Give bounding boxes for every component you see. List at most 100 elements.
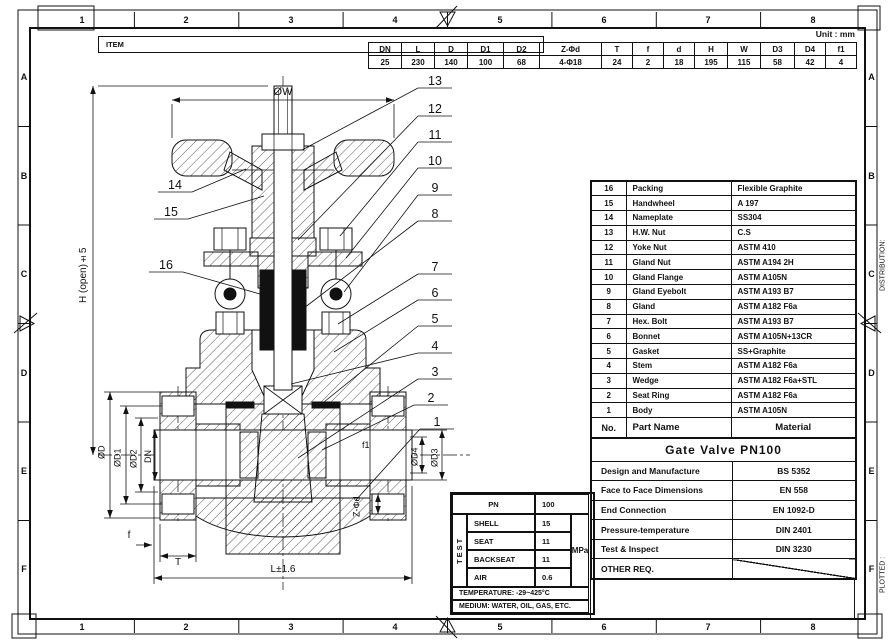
grid-col-4: 4 [392,15,398,25]
grid-row-e: E [20,466,27,476]
grid-row-c: C [20,269,28,279]
grid-row-c-right: C [868,269,875,279]
balloon-6: 6 [431,286,439,300]
dim-label-h-open: H (open)±5 [78,247,89,303]
centerlines [98,76,470,590]
grid-col-1-bottom: 1 [79,621,85,632]
balloon-2: 2 [427,391,435,405]
balloon-1: 1 [433,415,441,429]
grid-col-5: 5 [497,15,503,25]
drawing-title: Gate Valve PN100 [590,437,857,462]
valve-section [153,85,413,555]
title-block-empty-cell [590,578,855,619]
grid-col-1: 1 [79,15,85,25]
grid-row-a: A [20,72,28,82]
grid-row-d: D [20,368,28,378]
balloon-13: 13 [428,74,442,88]
test-row-label: AIR [467,568,535,587]
test-row-value: 11 [535,550,571,568]
dim-label-t: T [174,557,182,568]
grid-row-f-right: F [868,564,875,574]
distribution-label: DISTRIBUTION: [879,239,887,291]
balloon-8: 8 [431,207,439,221]
balloon-15: 15 [164,205,178,219]
grid-col-8: 8 [810,15,816,25]
balloon-12: 12 [428,102,442,116]
grid-row-b: B [20,171,28,181]
dim-label-d: ØD [96,445,107,460]
test-row-label: BACKSEAT [467,550,535,568]
test-row-label: SEAT [467,532,535,550]
grid-col-5-bottom: 5 [497,621,503,632]
temperature-note: TEMPERATURE: -29~425°C [452,587,589,600]
grid-row-a-right: A [868,72,875,82]
balloon-11: 11 [428,128,442,142]
grid-col-2-bottom: 2 [183,621,189,632]
test-row-value: 0.6 [535,568,571,587]
balloon-3: 3 [431,365,439,379]
grid-col-2: 2 [183,15,189,25]
balloon-16: 16 [159,258,173,272]
pressure-unit: MPa [571,514,589,587]
dim-label-f1: f1 [362,440,370,450]
test-row-value: 15 [535,514,571,532]
grid-col-6: 6 [601,15,607,25]
grid-col-8-bottom: 8 [810,621,816,632]
test-pressure-table: PN 100 TEST SHELL 15 SEAT 11 BACKSEAT 11… [450,492,595,615]
pn-value: 100 [535,494,589,514]
pn-label: PN [452,494,535,514]
medium-note: MEDIUM: WATER, OIL, GAS, ETC. [452,600,589,613]
grid-col-4-bottom: 4 [392,621,398,632]
unit-label: Unit : mm [815,29,855,39]
dim-label-z-pd: Z-Φd [351,496,362,518]
balloon-14: 14 [168,178,182,192]
grid-col-3-bottom: 3 [288,621,294,632]
grid-row-f: F [21,564,27,574]
dim-label-l: L±1.6 [270,564,296,575]
grid-col-7-bottom: 7 [705,621,711,632]
grid-row-d-right: D [868,368,875,378]
balloon-7: 7 [431,260,439,274]
balloon-5: 5 [431,312,439,326]
balloon-9: 9 [431,181,439,195]
grid-row-e-right: E [868,466,875,476]
item-label: ITEM [106,40,124,49]
test-label: TEST [452,514,467,587]
dim-label-d4: ØD4 [409,447,420,467]
table-row: OTHER REQ. [590,558,857,580]
test-row-value: 11 [535,532,571,550]
grid-col-7: 7 [705,15,711,25]
grid-col-6-bottom: 6 [601,621,607,632]
dim-label-d3: ØD3 [429,448,440,468]
test-row-label: SHELL [467,514,535,532]
dim-label-d1: ØD1 [112,448,123,467]
parts-list-header-row: No. Part Name Material [590,417,857,439]
dimension-lines [90,85,447,584]
